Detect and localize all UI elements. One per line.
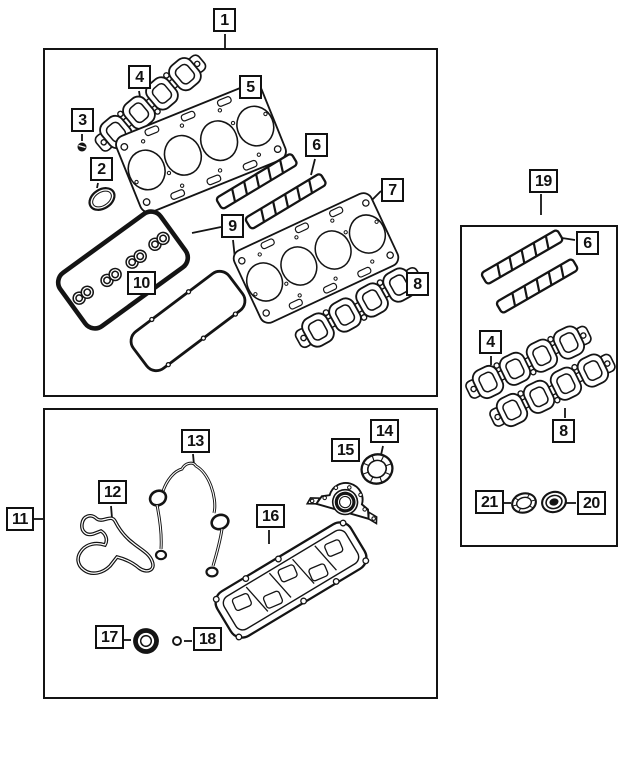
group-box-lower-kit — [43, 408, 438, 699]
callout-3[interactable]: 3 — [71, 108, 94, 132]
part-oring-2[interactable] — [86, 184, 119, 215]
callout-18[interactable]: 18 — [193, 627, 222, 651]
part-rear-seal-retainer-15[interactable] — [305, 474, 385, 525]
callout-4-manifold[interactable]: 4 — [479, 330, 502, 354]
callout-12[interactable]: 12 — [98, 480, 127, 504]
group-box-manifold-kit — [460, 225, 618, 547]
callout-2[interactable]: 2 — [90, 157, 113, 181]
callout-4[interactable]: 4 — [128, 65, 151, 89]
callout-9[interactable]: 9 — [221, 214, 244, 238]
callout-11[interactable]: 11 — [6, 507, 34, 531]
callout-17[interactable]: 17 — [95, 625, 124, 649]
callout-6-upper[interactable]: 6 — [305, 133, 328, 157]
callout-1[interactable]: 1 — [213, 8, 236, 32]
callout-6-manifold[interactable]: 6 — [576, 231, 599, 255]
part-oring-18[interactable] — [172, 636, 182, 646]
part-seal-21[interactable] — [510, 491, 538, 516]
part-valve-cover-gasket-9[interactable] — [125, 265, 251, 377]
part-seal-17[interactable] — [133, 628, 159, 654]
callout-13[interactable]: 13 — [181, 429, 210, 453]
callout-10[interactable]: 10 — [127, 271, 156, 295]
callout-19[interactable]: 19 — [529, 169, 558, 193]
callout-14[interactable]: 14 — [370, 419, 399, 443]
callout-8-manifold[interactable]: 8 — [552, 419, 575, 443]
part-crankshaft-seal-14[interactable] — [357, 450, 396, 488]
callout-21[interactable]: 21 — [475, 490, 504, 514]
group-box-upper-kit — [43, 48, 438, 397]
part-seal-20[interactable] — [540, 489, 568, 515]
callout-15[interactable]: 15 — [331, 438, 360, 462]
callout-5[interactable]: 5 — [239, 75, 262, 99]
part-oil-pan-gasket-16[interactable] — [210, 516, 372, 643]
callout-8-upper[interactable]: 8 — [406, 272, 429, 296]
part-timing-cover-gasket-13[interactable] — [147, 461, 230, 578]
callout-20[interactable]: 20 — [577, 491, 606, 515]
callout-7[interactable]: 7 — [381, 178, 404, 202]
part-valve-cover-gasket-10[interactable] — [53, 207, 192, 333]
callout-16[interactable]: 16 — [256, 504, 285, 528]
part-front-cover-gasket-12[interactable] — [76, 514, 155, 576]
part-plug-3[interactable] — [77, 142, 87, 152]
